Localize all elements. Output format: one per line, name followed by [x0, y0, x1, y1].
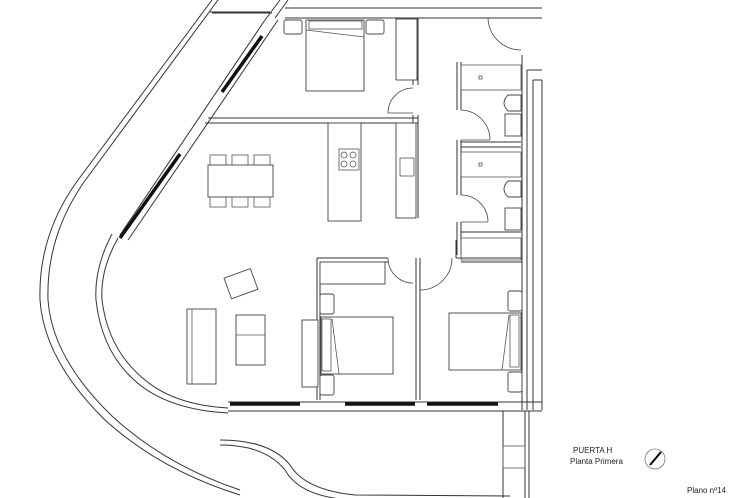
cooktop-icon: [338, 148, 360, 171]
shower-drain-icon: [478, 75, 483, 80]
bed: [320, 316, 394, 375]
dining-set: [207, 154, 274, 208]
toilet-icon: [503, 180, 522, 198]
sink-icon: [399, 157, 415, 177]
living-furniture: [186, 267, 266, 385]
nightstand-top: [319, 293, 335, 315]
desk: [301, 319, 319, 388]
nightstand-top: [507, 290, 523, 312]
toilet-icon: [503, 94, 522, 112]
sofa: [186, 308, 217, 385]
kitchen-counter: [395, 122, 417, 219]
nightstand-bottom: [319, 374, 335, 396]
bedroom-top-furniture: [283, 18, 418, 92]
sink-icon: [504, 113, 522, 137]
nightstand-right: [365, 19, 385, 35]
floor-label: Planta Primera: [570, 457, 623, 466]
armchair: [235, 314, 266, 366]
wardrobe: [395, 18, 418, 81]
sheet-number: Plano nº14: [687, 486, 726, 495]
bathrooms: [460, 64, 522, 261]
bedroom-middle-furniture: [301, 261, 394, 396]
terrace-outer-wall: [39, 0, 241, 496]
shower-drain-icon: [478, 162, 483, 167]
kitchen: [327, 122, 417, 222]
curved-facade: [95, 233, 229, 414]
bottom-facade: [219, 401, 542, 498]
bed: [305, 19, 365, 92]
top-wall: [210, 7, 542, 19]
nightstand-left: [283, 19, 303, 35]
wardrobe: [319, 261, 386, 285]
bedroom-right-furniture: [448, 290, 523, 393]
north-arrow-icon: [644, 448, 666, 470]
diagonal-facade: [118, 0, 289, 241]
dining-table: [207, 164, 274, 198]
unit-label: PUERTA H: [573, 446, 613, 455]
armchair-rotated: [223, 267, 259, 300]
bed: [448, 312, 522, 371]
kitchen-island: [327, 122, 362, 222]
sink-icon: [504, 207, 522, 231]
doors: [387, 17, 522, 291]
nightstand-bottom: [507, 371, 523, 393]
